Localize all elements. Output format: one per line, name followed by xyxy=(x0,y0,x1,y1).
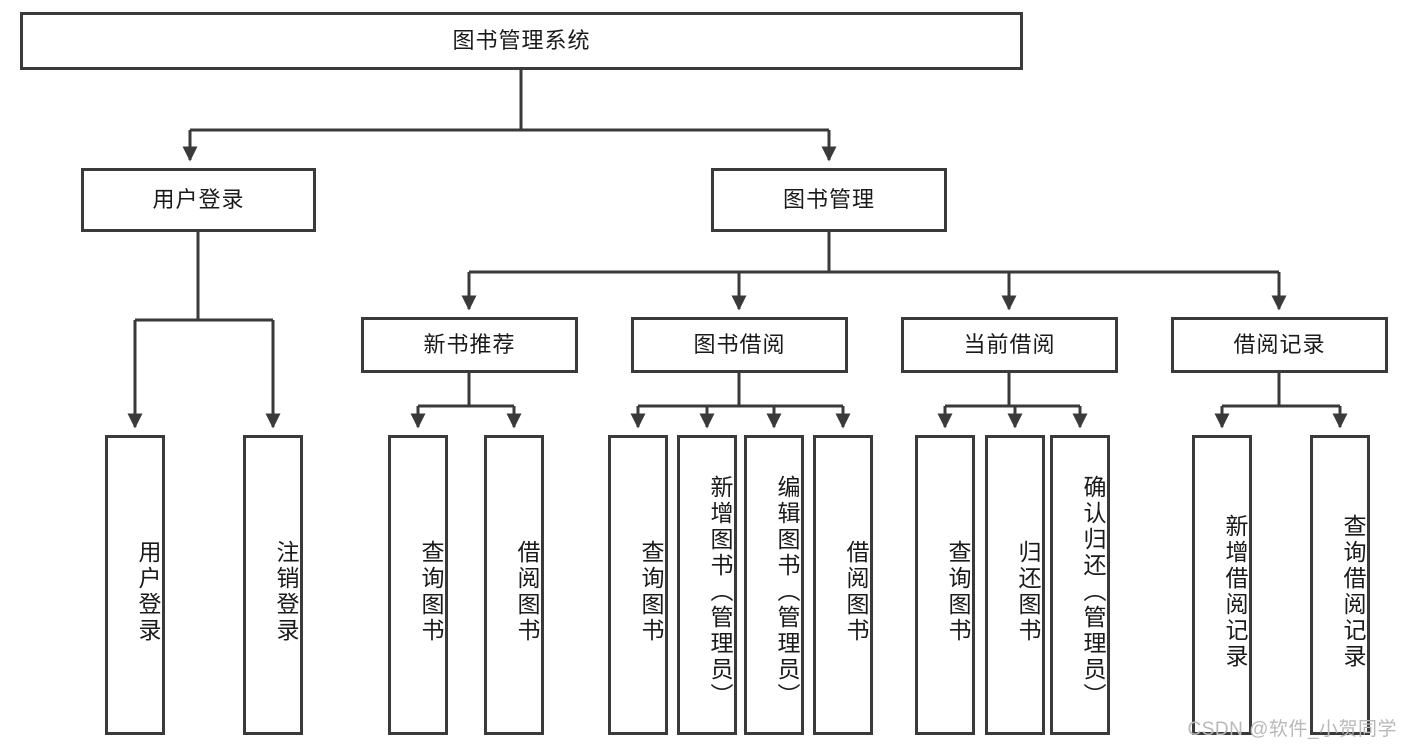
node-user-login-label: 用户登录 xyxy=(152,187,245,213)
node-book-management[interactable]: 图书管理 xyxy=(711,168,947,232)
node-leaf[interactable]: 借阅图书 xyxy=(484,435,544,735)
node-leaf-label: 归还图书 xyxy=(1015,540,1041,644)
node-leaf[interactable]: 新增图书（管理员） xyxy=(677,435,737,735)
node-borrow-record[interactable]: 借阅记录 xyxy=(1171,317,1388,373)
node-leaf[interactable]: 查询图书 xyxy=(608,435,668,735)
node-book-borrow-label: 图书借阅 xyxy=(693,332,786,358)
node-leaf[interactable]: 查询图书 xyxy=(388,435,448,735)
node-new-book-recommend-label: 新书推荐 xyxy=(423,332,516,358)
node-leaf[interactable]: 用户登录 xyxy=(105,435,165,735)
node-leaf-label: 确认归还（管理员） xyxy=(1080,475,1106,709)
node-leaf-label: 注销登录 xyxy=(273,540,299,644)
node-leaf-label: 用户登录 xyxy=(135,540,161,644)
node-leaf[interactable]: 编辑图书（管理员） xyxy=(744,435,804,735)
node-leaf[interactable]: 查询图书 xyxy=(915,435,975,735)
node-leaf-label: 查询图书 xyxy=(638,540,664,644)
node-leaf-label: 查询图书 xyxy=(418,540,444,644)
node-root-label: 图书管理系统 xyxy=(452,28,591,54)
node-book-borrow[interactable]: 图书借阅 xyxy=(631,317,848,373)
node-leaf[interactable]: 确认归还（管理员） xyxy=(1050,435,1110,735)
node-book-management-label: 图书管理 xyxy=(782,187,875,213)
node-current-borrow[interactable]: 当前借阅 xyxy=(901,317,1118,373)
node-user-login[interactable]: 用户登录 xyxy=(81,168,316,232)
node-leaf-label: 借阅图书 xyxy=(843,540,869,644)
node-leaf-label: 查询借阅记录 xyxy=(1340,514,1366,670)
watermark: CSDN @软件_小贺同学 xyxy=(1187,719,1397,740)
node-leaf[interactable]: 查询借阅记录 xyxy=(1310,435,1370,735)
node-leaf-label: 新增借阅记录 xyxy=(1222,514,1248,670)
node-new-book-recommend[interactable]: 新书推荐 xyxy=(361,317,578,373)
node-leaf[interactable]: 注销登录 xyxy=(243,435,303,735)
node-leaf[interactable]: 归还图书 xyxy=(985,435,1045,735)
node-current-borrow-label: 当前借阅 xyxy=(963,332,1056,358)
node-leaf[interactable]: 借阅图书 xyxy=(813,435,873,735)
node-borrow-record-label: 借阅记录 xyxy=(1233,332,1326,358)
node-leaf[interactable]: 新增借阅记录 xyxy=(1192,435,1252,735)
node-leaf-label: 借阅图书 xyxy=(514,540,540,644)
node-leaf-label: 查询图书 xyxy=(945,540,971,644)
node-leaf-label: 编辑图书（管理员） xyxy=(774,475,800,709)
node-leaf-label: 新增图书（管理员） xyxy=(707,475,733,709)
node-root[interactable]: 图书管理系统 xyxy=(20,12,1023,70)
